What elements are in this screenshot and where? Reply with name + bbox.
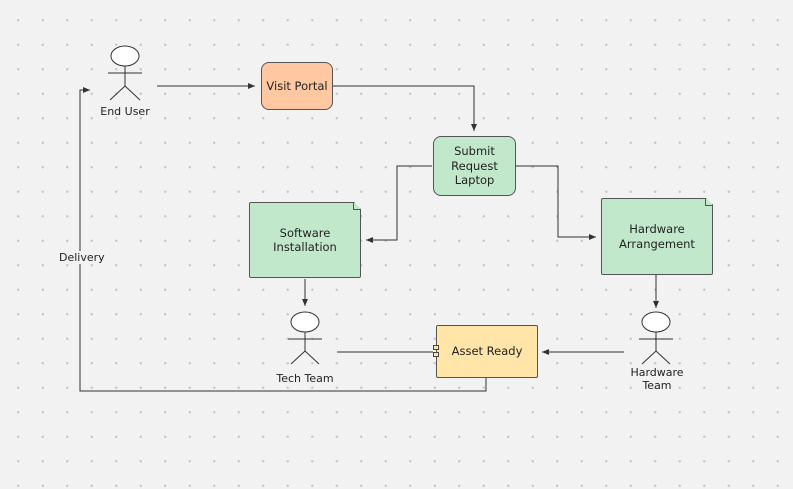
component-port-icon: [433, 352, 439, 357]
node-software-installation-label: Software Installation: [273, 225, 337, 254]
edge-delivery[interactable]: [79, 87, 487, 392]
node-hardware-arrangement[interactable]: Hardware Arrangement: [601, 198, 713, 275]
edge-label-delivery: Delivery: [57, 251, 107, 264]
document-fold-icon: [353, 202, 361, 210]
node-submit-request[interactable]: Submit Request Laptop: [433, 136, 516, 196]
document-fold-icon: [705, 198, 713, 206]
node-asset-ready-label: Asset Ready: [451, 344, 523, 359]
actor-tech-team[interactable]: [288, 311, 322, 365]
edge-portal-to-submit[interactable]: [333, 85, 477, 131]
edge-submit-to-software[interactable]: [366, 165, 432, 243]
component-port-icon: [433, 345, 439, 350]
node-submit-request-label: Submit Request Laptop: [451, 144, 498, 188]
node-visit-portal-label: Visit Portal: [266, 78, 328, 93]
actor-label-tech-team: Tech Team: [276, 372, 334, 385]
actor-hardware-team[interactable]: [639, 311, 673, 365]
node-hardware-arrangement-label: Hardware Arrangement: [619, 222, 695, 251]
actor-end-user[interactable]: [108, 45, 142, 101]
node-software-installation[interactable]: Software Installation: [249, 202, 361, 278]
node-visit-portal[interactable]: Visit Portal: [261, 62, 333, 110]
node-asset-ready[interactable]: Asset Ready: [436, 325, 538, 378]
actor-label-end-user: End User: [100, 105, 150, 118]
edge-submit-to-hardware[interactable]: [516, 165, 596, 240]
actor-label-hardware-team: Hardware Team: [630, 366, 684, 393]
